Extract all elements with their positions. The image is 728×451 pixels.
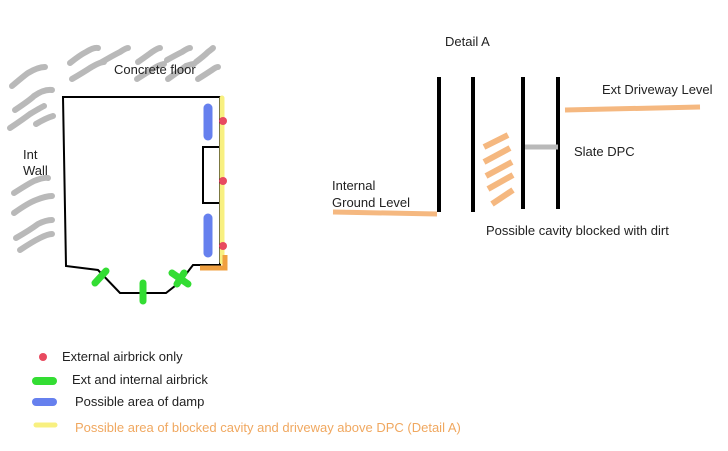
cavity-walls — [437, 77, 560, 212]
internal-ground-label-line1: Internal — [332, 178, 375, 193]
legend: External airbrick only Ext and internal … — [32, 349, 461, 435]
ext-airbrick-3 — [219, 242, 227, 250]
legend-damp-label: Possible area of damp — [75, 394, 204, 409]
cavity-blocked-label: Possible cavity blocked with dirt — [486, 223, 669, 238]
slate-dpc-label: Slate DPC — [574, 144, 635, 159]
ext-airbrick-1 — [219, 117, 227, 125]
ext-driveway-level-line — [564, 104, 701, 113]
concrete-floor-label: Concrete floor — [114, 62, 196, 77]
legend-ext-int-airbrick-label: Ext and internal airbrick — [72, 372, 208, 387]
ext-int-airbrick-right-b — [173, 269, 188, 288]
legend-blocked-label: Possible area of blocked cavity and driv… — [75, 420, 461, 435]
dirt-hatching — [482, 132, 515, 207]
legend-ext-airbrick-label: External airbrick only — [62, 349, 183, 364]
ext-airbrick-2 — [219, 177, 227, 185]
ext-int-airbrick-left — [91, 267, 110, 287]
internal-ground-level-line — [332, 209, 438, 217]
external-airbricks — [219, 117, 227, 250]
legend-ext-airbrick-swatch — [39, 353, 47, 361]
detail-title: Detail A — [445, 34, 490, 49]
int-wall-label-line2: Wall — [23, 163, 48, 178]
ext-int-airbricks — [91, 267, 192, 305]
internal-ground-label-line2: Ground Level — [332, 195, 410, 210]
plan-walls — [61, 96, 221, 294]
ext-driveway-label: Ext Driveway Level — [602, 82, 713, 97]
int-wall-label-line1: Int — [23, 147, 38, 162]
blocked-cavity-corner — [200, 255, 228, 271]
concrete-hatching — [7, 44, 221, 253]
